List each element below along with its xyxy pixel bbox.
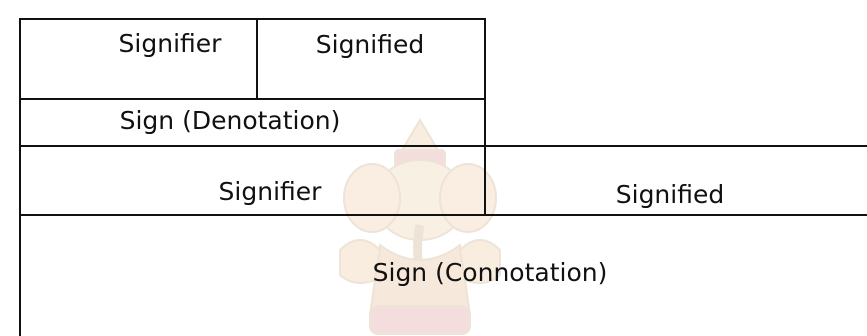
denotation-right-border (484, 18, 486, 216)
connotation-sign-label: Sign (Connotation) (372, 258, 608, 287)
connotation-signifier-label: Signifier (218, 177, 322, 206)
denotation-sign-label: Sign (Denotation) (119, 106, 341, 135)
denotation-signifier-label: Signifier (118, 29, 222, 58)
denotation-top-border (20, 18, 486, 20)
connotation-signified-label: Signified (615, 180, 725, 209)
denotation-signified-label: Signified (315, 30, 425, 59)
connotation-row-divider (20, 214, 867, 216)
left-border (19, 18, 21, 336)
ganesha-watermark-icon (339, 118, 501, 335)
denotation-column-divider (256, 18, 258, 100)
denotation-row-divider (20, 98, 486, 100)
connotation-top-border (20, 145, 867, 147)
